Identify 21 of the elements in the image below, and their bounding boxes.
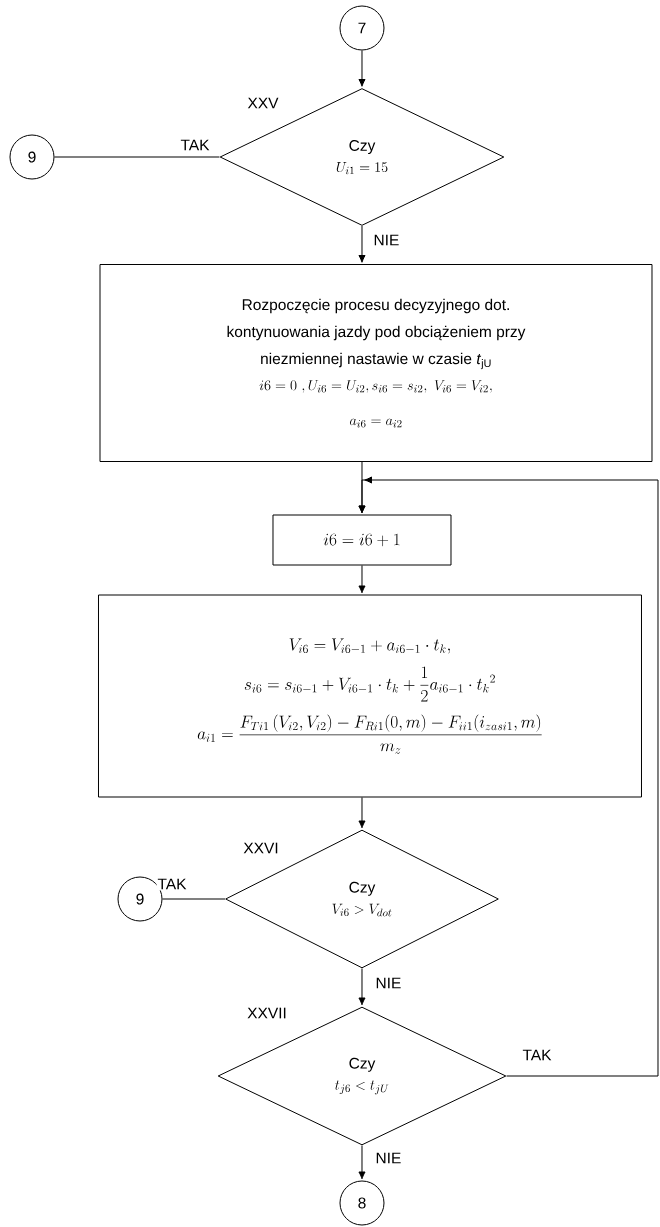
connector-line [162, 898, 226, 900]
edge-label: NIE [374, 1151, 403, 1165]
process-box: $V_{i6} = V_{i6-1} + a_{i6-1}\cdot t_k,$ $s_{i6} = s_{i6-1} + V_{i6-1}\cdot t_k + \frac{1}{2}a_{i6-1}\cdot {t_k}^2$ $a_{i1} = \frac{F_{Ti1}\,(V_{i2},V_{i2}) - F_{Ri1}(0,m) - F_{ii1}(i_{zasi1},m)}{m_z}$ [98, 594, 642, 798]
arrow [358, 50, 366, 87]
arrow [358, 1145, 366, 1180]
process-box: $i6 = i6 + 1$ [272, 514, 452, 566]
process-box: Rozpoczęcie procesu decyzyjnego dot. kontynuowania jazdy pod obciążeniem przy niezmiennej nastawie w czasie t$_{jU}$ $i6 = 0\ ,U_{i6} = U_{i2}, s_{i6} = s_{i2},\ V_{i6} = V_{i2},$ $a_{i6} = a_{i2}$ [99, 264, 653, 462]
edge-label: TAK [156, 877, 188, 891]
step-number: XXVII [247, 1007, 286, 1019]
arrow [358, 797, 366, 829]
step-number: XXVI [243, 842, 278, 854]
step-number: XXV [247, 97, 279, 109]
arrow [358, 968, 366, 1006]
edge-label: NIE [372, 233, 401, 247]
connector-line [54, 156, 220, 158]
arrow [358, 476, 659, 1077]
edge-label: TAK [521, 1048, 553, 1062]
arrow [358, 565, 366, 594]
edge-label: TAK [179, 138, 211, 152]
arrow [358, 225, 366, 263]
edge-label: NIE [374, 976, 403, 990]
